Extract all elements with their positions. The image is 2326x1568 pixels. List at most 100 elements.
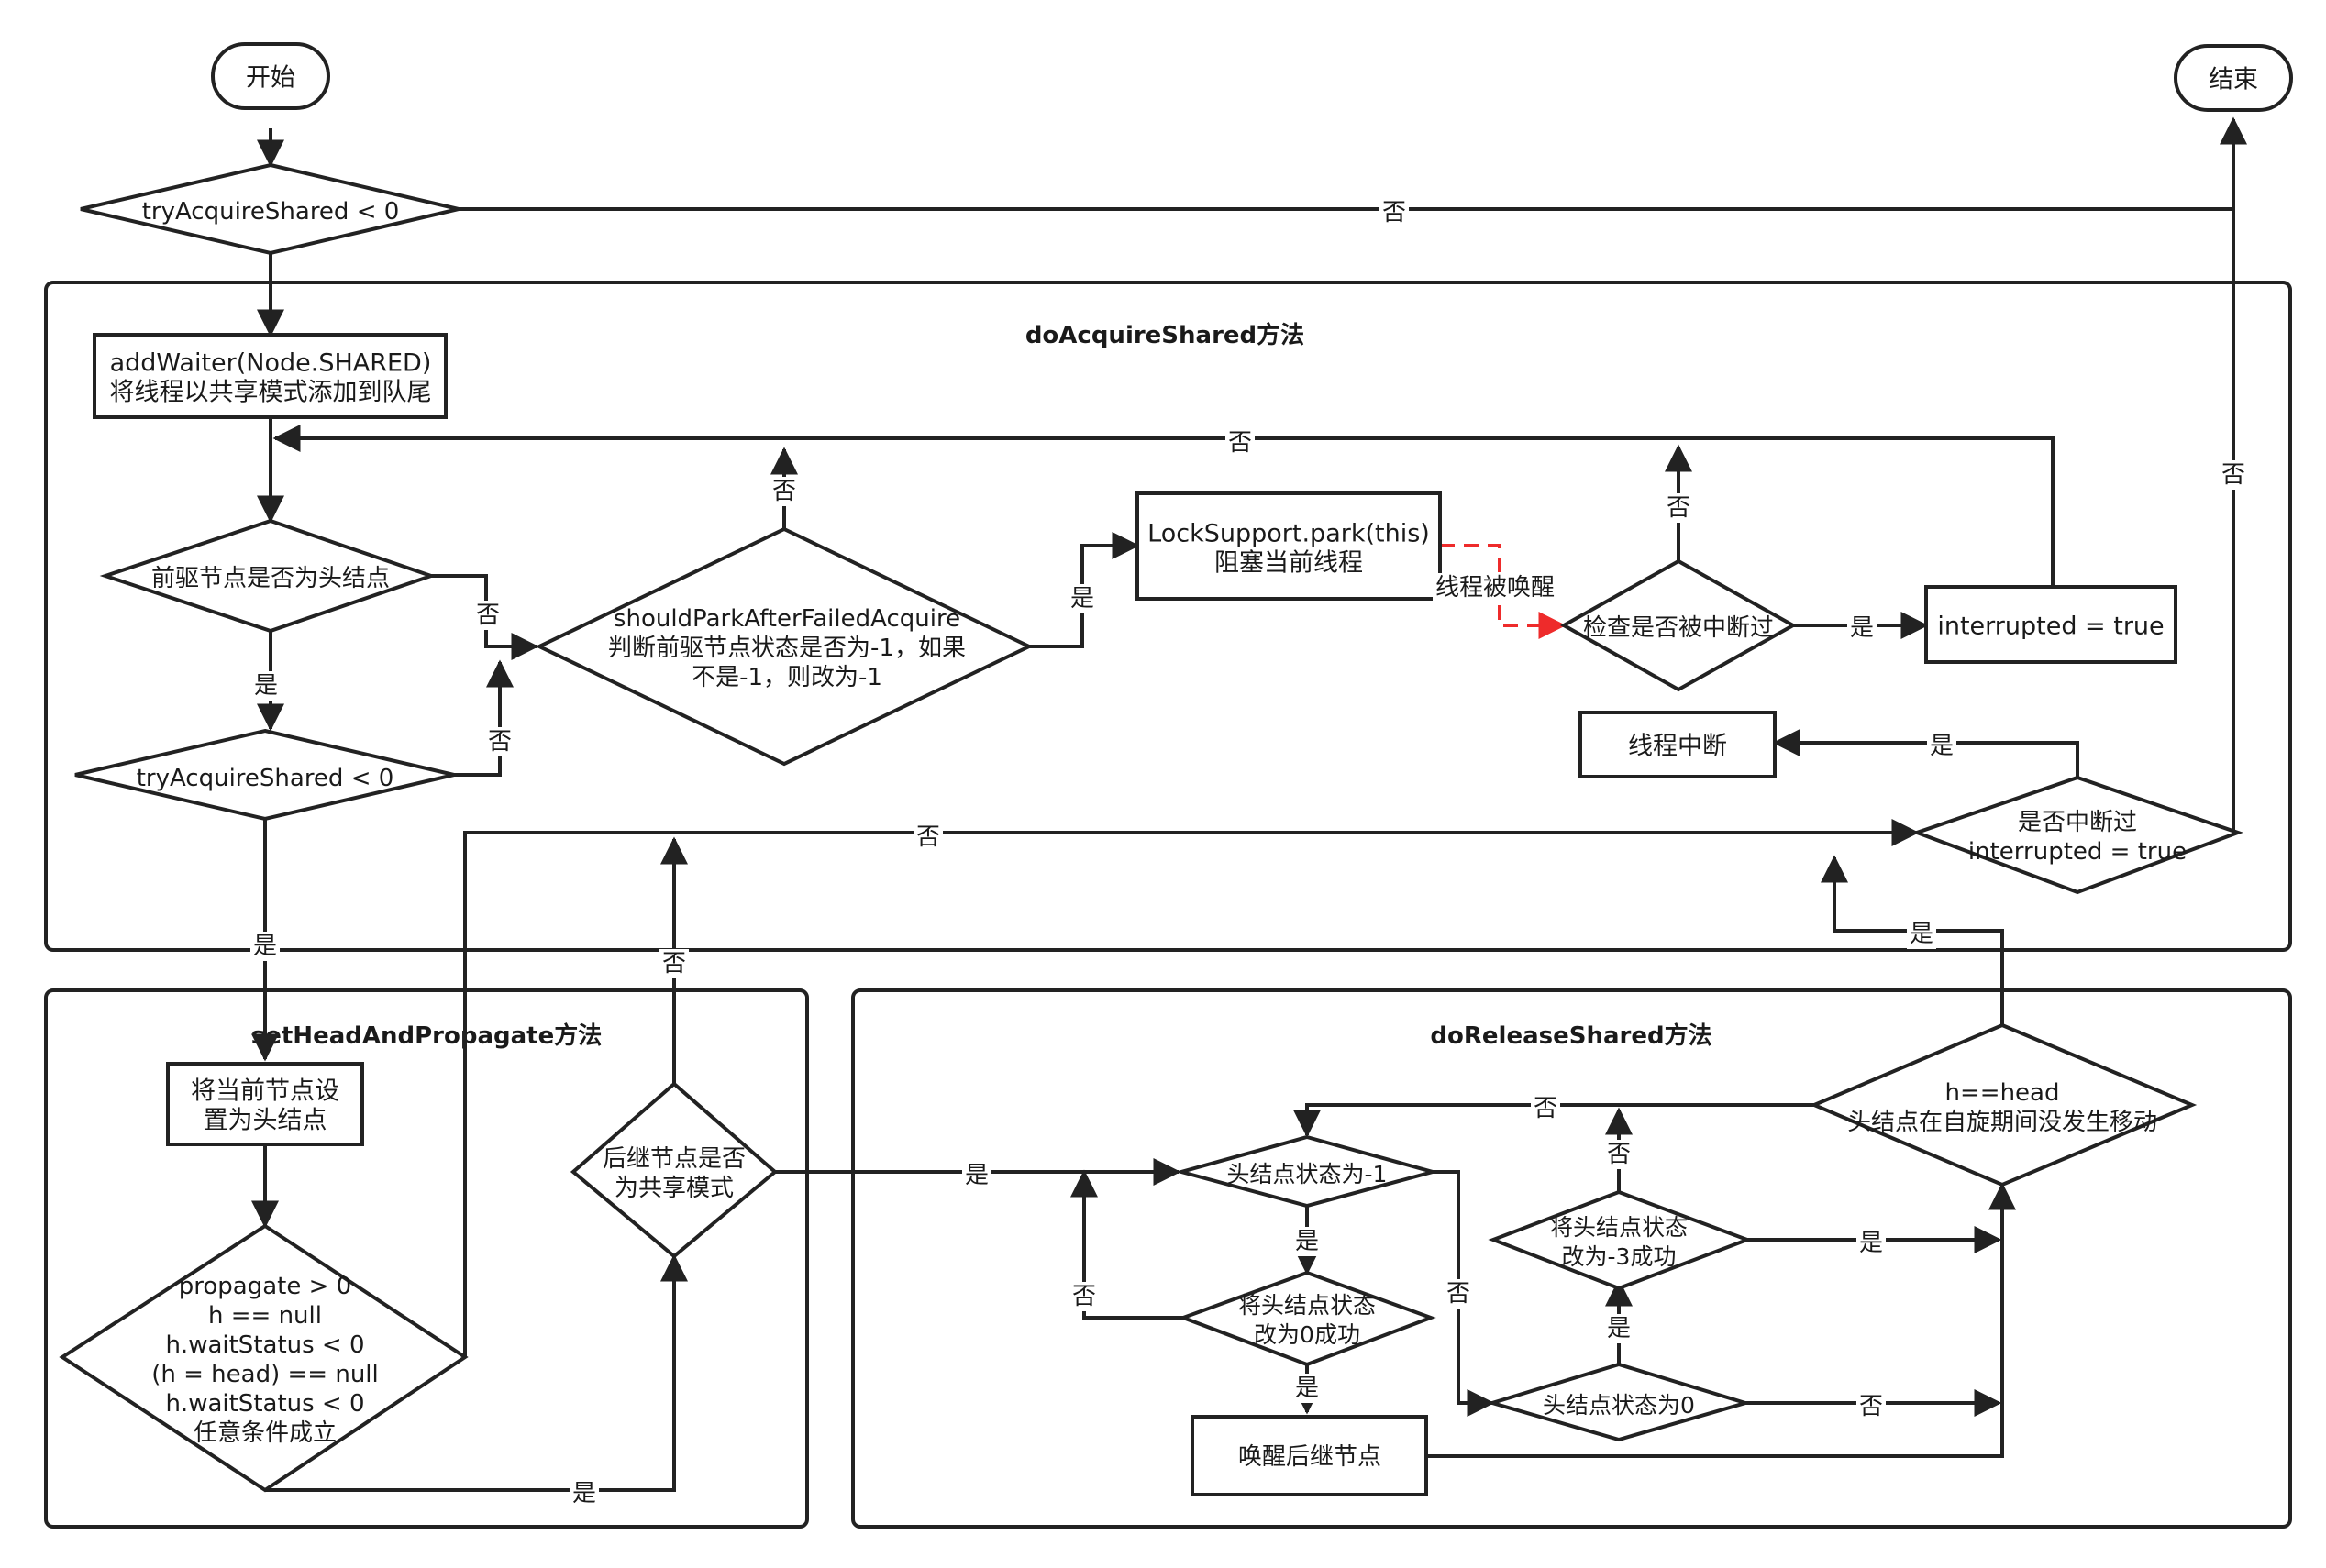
edge-label-background: [1663, 493, 1694, 523]
decision-try-acquire-first[interactable]: [80, 162, 460, 256]
process-park[interactable]: [1135, 491, 1442, 601]
process-set-head[interactable]: [166, 1062, 364, 1146]
node-label-line: tryAcquireShared < 0: [137, 765, 394, 792]
node-label-line: LockSupport.park(this): [1147, 519, 1430, 547]
node-label-line: 不是-1，则改为-1: [692, 664, 882, 691]
edge-label-background: [1443, 1279, 1474, 1309]
decision-h-equals-head[interactable]: [1809, 1022, 2198, 1187]
edge-label-text: 否: [1534, 1095, 1557, 1122]
node-shapes: [59, 42, 2293, 1496]
node-label-try2: tryAcquireShared < 0: [137, 765, 394, 792]
edge-label-yes_casprop: 是: [1855, 1229, 1887, 1258]
edge-label-yes_cas0: 是: [1291, 1374, 1323, 1403]
edge-label-text: 线程被唤醒: [1435, 574, 1555, 602]
edge-label-background: [1069, 1282, 1100, 1311]
node-label-line: tryAcquireShared < 0: [142, 198, 400, 226]
edge-label-background: [250, 671, 282, 701]
decision-should-park[interactable]: [535, 526, 1034, 767]
decision-cas-to-zero[interactable]: [1178, 1270, 1436, 1367]
edge-label-yes_headsig: 是: [1291, 1227, 1323, 1256]
node-label-line: h.waitStatus < 0: [165, 1331, 364, 1359]
start-node[interactable]: [211, 42, 330, 110]
decision-is-interrupted[interactable]: [1911, 775, 2243, 895]
decision-cas-to-propagate[interactable]: [1488, 1189, 1753, 1291]
node-label-addWaiter: addWaiter(Node.SHARED)将线程以共享模式添加到队尾: [110, 348, 432, 406]
group-title-doReleaseShared: doReleaseShared方法: [1430, 1021, 1711, 1050]
edge-label-background: [484, 727, 515, 756]
node-label-predIsHead: 前驱节点是否为头结点: [151, 565, 390, 592]
edge-label-background: [1855, 1392, 1887, 1421]
node-label-try1: tryAcquireShared < 0: [142, 198, 400, 226]
group-title-doAcquireShared: doAcquireShared方法: [1025, 321, 1304, 349]
edge-label-background: [1926, 732, 1957, 761]
node-label-line: 将当前节点设: [191, 1077, 339, 1105]
node-label-line: (h = head) == null: [151, 1361, 379, 1388]
edge-label-yes_release: 是: [1906, 920, 1937, 949]
node-label-setInt: interrupted = true: [1937, 612, 2164, 640]
edge-label-text: 否: [1228, 429, 1252, 457]
edge-label-yes_prop: 是: [569, 1479, 600, 1508]
end-node[interactable]: [2174, 44, 2293, 112]
edge-label-text: 是: [1295, 1228, 1319, 1255]
decision-propagate[interactable]: [59, 1223, 469, 1493]
node-label-line: 头结点在自旋期间没发生移动: [1847, 1109, 2157, 1136]
process-unpark-successor[interactable]: [1191, 1415, 1428, 1496]
node-label-line: 任意条件成立: [194, 1419, 337, 1447]
edge-label-background: [961, 1161, 992, 1190]
decision-successor-shared[interactable]: [570, 1081, 779, 1259]
edge-label-background: [1433, 573, 1558, 602]
node-label-line: 后继节点是否: [603, 1145, 746, 1173]
edge-label-no_headsig: 否: [1443, 1279, 1474, 1309]
process-self-interrupt[interactable]: [1578, 711, 1777, 778]
node-label-line: 头结点状态为-1: [1227, 1161, 1388, 1187]
node-label-line: propagate > 0: [179, 1273, 351, 1300]
edge-isint-yes: [1772, 729, 2079, 778]
edge-try2-no: [454, 659, 514, 777]
edge-label-text: 是: [254, 672, 278, 700]
edge-label-no_pred: 否: [472, 601, 504, 630]
edge-label-yes_isint: 是: [1926, 732, 1957, 761]
edge-label-background: [1379, 198, 1410, 227]
edge-label-text: 否: [1446, 1280, 1470, 1308]
edge-label-text: 否: [488, 728, 512, 756]
edge-label-text: 否: [1607, 1141, 1631, 1168]
edge-label-background: [659, 949, 690, 978]
edge-label-no_should: 否: [769, 477, 800, 506]
node-label-selfInt: 线程中断: [1628, 732, 1727, 760]
edge-label-background: [1603, 1140, 1634, 1169]
node-label-line: 结束: [2209, 65, 2258, 94]
node-labels: 开始结束tryAcquireShared < 0addWaiter(Node.S…: [110, 63, 2259, 1471]
process-set-interrupted[interactable]: [1924, 585, 2177, 664]
edge-label-text: 否: [772, 478, 796, 505]
decision-pred-is-head[interactable]: [99, 518, 438, 634]
decision-try-acquire-second[interactable]: [74, 728, 455, 822]
group-title-setHeadAndPropagate: setHeadAndPropagate方法: [251, 1021, 602, 1050]
edge-label-background: [2218, 460, 2249, 490]
edge-label-yes_try2: 是: [249, 932, 281, 961]
edge-label-background: [1846, 613, 1877, 643]
edge-label-no_isint_loop: 否: [913, 823, 944, 852]
edge-label-text: 是: [1930, 733, 1954, 760]
edge-label-background: [1855, 1229, 1887, 1258]
edge-label-text: 是: [253, 933, 277, 960]
group-doReleaseShared: [851, 988, 2292, 1529]
edge-label-text: 是: [572, 1480, 596, 1507]
edge-label-yes_pred: 是: [250, 671, 282, 701]
edge-label-text: 否: [1072, 1283, 1096, 1310]
edge-label-no_check: 否: [1663, 493, 1694, 523]
decision-head-status-zero[interactable]: [1485, 1362, 1753, 1442]
process-add-waiter[interactable]: [93, 333, 448, 419]
decision-head-status-signal[interactable]: [1174, 1134, 1440, 1209]
edge-label-text: 否: [1667, 494, 1690, 522]
edge-prop-no: [463, 819, 1920, 1357]
node-label-line: 将头结点状态: [1238, 1292, 1376, 1319]
edge-label-text: 否: [916, 823, 940, 851]
node-label-cas0: 将头结点状态改为0成功: [1238, 1292, 1376, 1348]
edge-label-text: 是: [965, 1162, 989, 1189]
edge-label-yes_succ: 是: [961, 1161, 992, 1190]
decision-check-interrupted[interactable]: [1559, 558, 1798, 692]
node-label-line: h.waitStatus < 0: [165, 1390, 364, 1418]
node-label-line: 线程中断: [1628, 732, 1727, 760]
